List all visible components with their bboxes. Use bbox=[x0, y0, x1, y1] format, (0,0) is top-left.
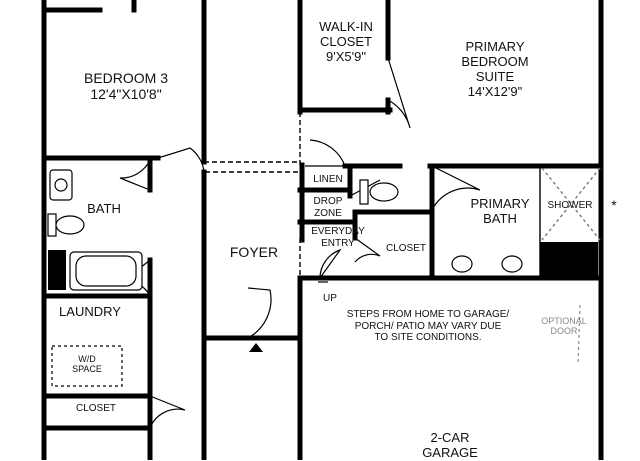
room-name-line1: W/D bbox=[78, 354, 96, 364]
room-label-primary-bedroom: PRIMARY BEDROOM SUITE 14'X12'9" bbox=[440, 39, 550, 100]
room-name-line1: EVERYDAY bbox=[311, 226, 365, 237]
room-name-line1: WALK-IN bbox=[319, 19, 373, 34]
room-name-line2: ENTRY bbox=[321, 237, 355, 249]
steps-note-line2: PORCH/ PATIO MAY VARY DUE bbox=[354, 320, 502, 332]
room-name-line2: CLOSET bbox=[319, 33, 372, 49]
room-label-linen: LINEN bbox=[313, 174, 343, 185]
room-dims: 9'X5'9" bbox=[326, 48, 366, 64]
asterisk-note: * bbox=[611, 197, 617, 213]
steps-note-line3: TO SITE CONDITIONS. bbox=[374, 332, 482, 343]
room-name-line2: BATH bbox=[483, 210, 517, 226]
optional-door-line1: OPTIONAL bbox=[541, 316, 587, 326]
room-label-walk-in-closet: WALK-IN CLOSET 9'X5'9" bbox=[304, 19, 388, 65]
solid-fills bbox=[48, 242, 598, 352]
room-name-line2: ZONE bbox=[314, 207, 342, 219]
room-label-everyday-entry: EVERYDAY ENTRY bbox=[302, 226, 374, 249]
room-label-bedroom3: BEDROOM 3 12'4"X10'8" bbox=[68, 70, 184, 102]
room-label-wd-space: W/D SPACE bbox=[52, 354, 122, 375]
room-label-primary-bath: PRIMARY BATH bbox=[455, 196, 545, 227]
room-name-line3: SUITE bbox=[475, 68, 515, 84]
fixtures bbox=[47, 169, 523, 387]
room-dims: 12'4"X10'8" bbox=[90, 86, 162, 103]
room-label-foyer: FOYER bbox=[229, 244, 279, 260]
room-name-line1: PRIMARY bbox=[470, 196, 530, 211]
room-name-line1: DROP bbox=[313, 196, 343, 207]
room-name-line1: PRIMARY bbox=[465, 39, 525, 54]
room-label-laundry: LAUNDRY bbox=[59, 304, 121, 319]
optional-door-line2: DOOR bbox=[550, 326, 578, 337]
room-label-drop-zone: DROP ZONE bbox=[304, 196, 352, 219]
door-swings bbox=[119, 57, 581, 429]
steps-note-line1: STEPS FROM HOME TO GARAGE/ bbox=[346, 309, 510, 320]
room-name: BEDROOM 3 bbox=[83, 70, 168, 86]
room-label-closet-center: CLOSET bbox=[385, 243, 426, 254]
steps-note: STEPS FROM HOME TO GARAGE/ PORCH/ PATIO … bbox=[318, 309, 538, 344]
walls bbox=[41, 0, 604, 460]
room-name-line2: BEDROOM bbox=[461, 53, 529, 69]
room-dims: 14'X12'9" bbox=[467, 83, 523, 99]
room-label-garage: 2-CAR GARAGE bbox=[400, 430, 500, 461]
steps-up-label: UP bbox=[323, 293, 337, 304]
room-name-line2: GARAGE bbox=[422, 444, 478, 460]
room-label-closet-lower: CLOSET bbox=[75, 403, 116, 414]
entry-arrow-icon bbox=[249, 343, 263, 352]
room-label-bath: BATH bbox=[87, 201, 121, 216]
room-label-shower: SHOWER bbox=[547, 200, 593, 211]
room-name-line2: SPACE bbox=[72, 364, 102, 375]
room-name-line1: 2-CAR bbox=[430, 430, 470, 445]
optional-door-note: OPTIONAL DOOR bbox=[532, 316, 596, 337]
